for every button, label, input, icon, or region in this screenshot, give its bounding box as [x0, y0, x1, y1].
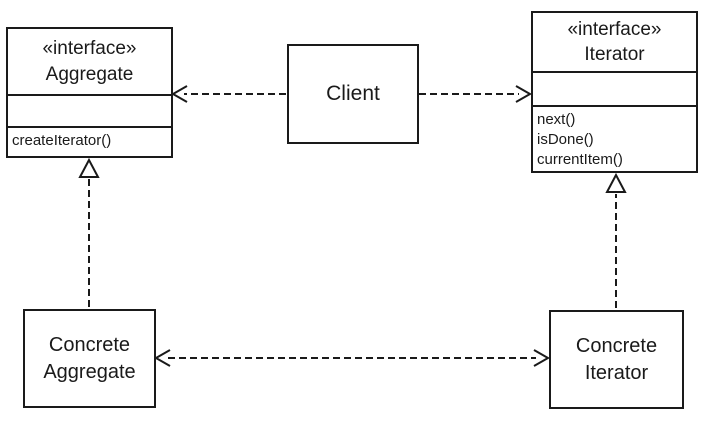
class-concrete-iterator-name: Concrete Iterator — [575, 334, 658, 384]
method-createiterator: createIterator() — [12, 132, 112, 149]
class-aggregate-title: «interface» Aggregate — [8, 29, 171, 94]
class-iterator-title: «interface» Iterator — [533, 13, 696, 71]
class-concrete-aggregate-name: Concrete Aggregate — [43, 333, 136, 383]
class-aggregate-attributes — [8, 94, 171, 126]
class-aggregate-methods: createIterator() — [8, 126, 171, 156]
realization-concreteaggregate-to-aggregate — [78, 157, 100, 307]
class-box-client: Client — [287, 44, 419, 144]
dependency-client-to-iterator — [419, 85, 533, 103]
dependency-concreteaggregate-concreteiterator — [153, 349, 551, 367]
method-currentitem: currentItem() — [537, 150, 623, 168]
hollow-triangle-arrowhead-icon — [78, 157, 100, 178]
class-iterator-attributes — [533, 71, 696, 105]
class-iterator-stereotype: «interface» — [567, 18, 662, 40]
class-box-iterator: «interface» Iterator next() isDone() cur… — [531, 11, 698, 173]
hollow-triangle-arrowhead-icon — [605, 172, 627, 193]
dependency-client-to-aggregate — [170, 85, 286, 103]
class-box-concrete-aggregate: Concrete Aggregate — [23, 309, 156, 408]
open-arrowhead-right-icon — [533, 349, 551, 367]
method-next: next() — [537, 111, 576, 128]
class-box-concrete-iterator: Concrete Iterator — [549, 310, 684, 409]
class-aggregate-stereotype: «interface» — [42, 38, 137, 60]
class-iterator-methods: next() isDone() currentItem() — [533, 105, 696, 169]
class-client-name: Client — [326, 81, 380, 105]
open-arrowhead-right-icon — [515, 85, 533, 103]
method-isdone: isDone() — [537, 130, 594, 148]
class-box-aggregate: «interface» Aggregate createIterator() — [6, 27, 173, 158]
class-aggregate-name: Aggregate — [45, 63, 134, 85]
open-arrowhead-left-icon — [170, 85, 188, 103]
class-iterator-name: Iterator — [584, 44, 645, 65]
realization-concreteiterator-to-iterator — [605, 172, 627, 308]
open-arrowhead-left-icon — [153, 349, 171, 367]
